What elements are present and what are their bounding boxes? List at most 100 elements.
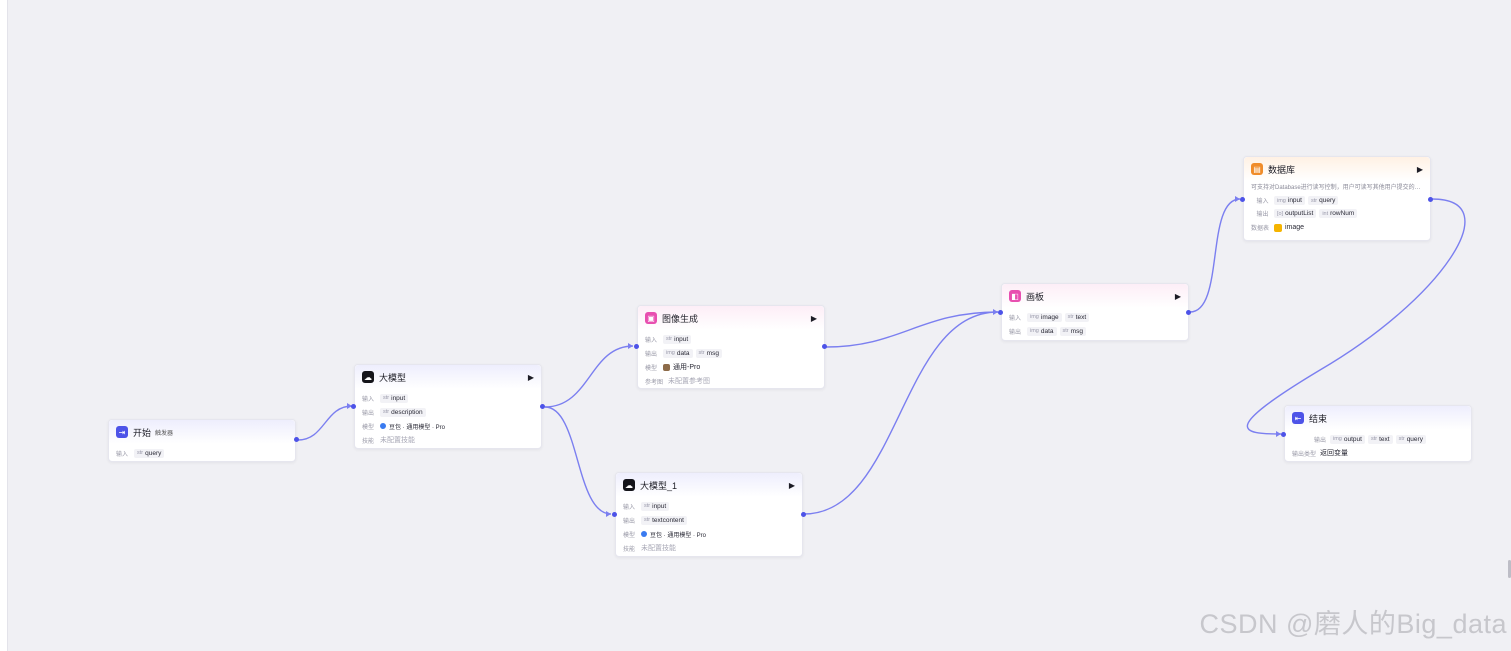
run-node-button[interactable]: ▶	[810, 313, 817, 323]
table-label: 数据表	[1251, 226, 1270, 232]
port-llm1-out[interactable]	[801, 512, 806, 517]
edge-imagegen-canvas	[825, 311, 999, 348]
port-llm1-in[interactable]	[612, 512, 617, 517]
model-label: 模型	[645, 365, 658, 372]
run-node-button[interactable]: ▶	[1416, 164, 1423, 174]
watermark: CSDN @磨人的Big_data	[1199, 609, 1507, 639]
port-database-out[interactable]	[1428, 197, 1433, 202]
doubao-model-icon	[641, 531, 647, 537]
output-label: 输出	[1256, 212, 1269, 218]
run-node-button[interactable]: ▶	[527, 372, 534, 382]
input-label: 输入	[1009, 315, 1022, 322]
port-start-out[interactable]	[294, 437, 299, 442]
node-title: 大模型	[379, 372, 407, 383]
model-value: 通用-Pro	[673, 364, 701, 371]
canvas-icon: ◧	[1009, 290, 1021, 302]
output-label: 输出	[623, 518, 636, 525]
reference-label: 参考图	[645, 379, 664, 386]
input-label: 输入	[1256, 199, 1269, 205]
output-label: 输出	[1009, 329, 1022, 336]
model-value: 豆包 · 通用模型 · Pro	[389, 424, 446, 431]
arrow-end	[1276, 431, 1281, 437]
skill-label: 技能	[623, 546, 636, 553]
doubao-model-icon	[380, 423, 386, 429]
port-llm-out[interactable]	[540, 404, 545, 409]
output-tag-outputlist: [o]outputList	[1274, 209, 1317, 218]
edge-llm-llm1	[544, 406, 612, 515]
port-imagegen-out[interactable]	[822, 344, 827, 349]
port-llm-in[interactable]	[351, 404, 356, 409]
llm-icon: ☁	[623, 479, 635, 491]
database-table-icon	[1274, 223, 1282, 232]
node-database[interactable]: ▤ 数据库 ▶ 可支持对Database进行读写控制，用户可读写其他用户提交的……	[1243, 156, 1431, 241]
arrow-llm	[347, 403, 352, 409]
canvas-scrollbar[interactable]	[1508, 560, 1511, 578]
trigger-badge: 触发器	[155, 430, 174, 437]
port-canvas-in[interactable]	[998, 310, 1003, 315]
output-type-label: 输出类型	[1292, 451, 1317, 458]
image-model-icon	[663, 363, 670, 371]
node-title: 开始	[133, 427, 152, 438]
node-title: 结束	[1309, 413, 1328, 424]
database-icon: ▤	[1251, 163, 1263, 175]
skill-value: 未配置技能	[641, 545, 676, 552]
edge-canvas-database	[1189, 198, 1241, 313]
output-label: 输出	[1313, 437, 1326, 444]
port-database-in[interactable]	[1240, 197, 1245, 202]
node-title: 图像生成	[662, 313, 699, 324]
start-icon: ⇥	[116, 426, 128, 438]
left-panel-edge	[0, 0, 8, 651]
edge-start-llm	[297, 405, 353, 441]
arrow-canvas	[993, 309, 998, 315]
port-end-in[interactable]	[1281, 432, 1286, 437]
table-value: image	[1285, 224, 1305, 231]
run-node-button[interactable]: ▶	[1174, 291, 1181, 301]
node-description: 可支持对Database进行读写控制，用户可读写其他用户提交的…	[1251, 185, 1421, 191]
input-label: 输入	[623, 504, 636, 511]
run-node-button[interactable]: ▶	[788, 480, 795, 490]
port-imagegen-in[interactable]	[634, 344, 639, 349]
port-canvas-out[interactable]	[1186, 310, 1191, 315]
edge-database-end	[1246, 198, 1466, 435]
model-label: 模型	[362, 424, 375, 431]
skill-label: 技能	[362, 438, 375, 445]
output-label: 输出	[645, 351, 658, 358]
edge-llm-imagegen	[544, 345, 634, 408]
skill-value: 未配置技能	[380, 437, 415, 444]
node-title: 画板	[1026, 291, 1045, 302]
input-label: 输入	[362, 396, 375, 403]
llm-icon: ☁	[362, 371, 374, 383]
input-label: 输入	[116, 451, 129, 458]
edge-llm1-canvas	[803, 311, 999, 515]
arrow-database	[1235, 196, 1240, 202]
input-label: 输入	[645, 337, 658, 344]
output-label: 输出	[362, 410, 375, 417]
output-type-value: 返回变量	[1320, 450, 1348, 457]
end-icon: ⇤	[1292, 412, 1304, 424]
image-generate-icon: ▣	[645, 312, 657, 324]
node-title: 大模型_1	[640, 480, 678, 491]
reference-value: 未配置参考图	[668, 378, 710, 385]
